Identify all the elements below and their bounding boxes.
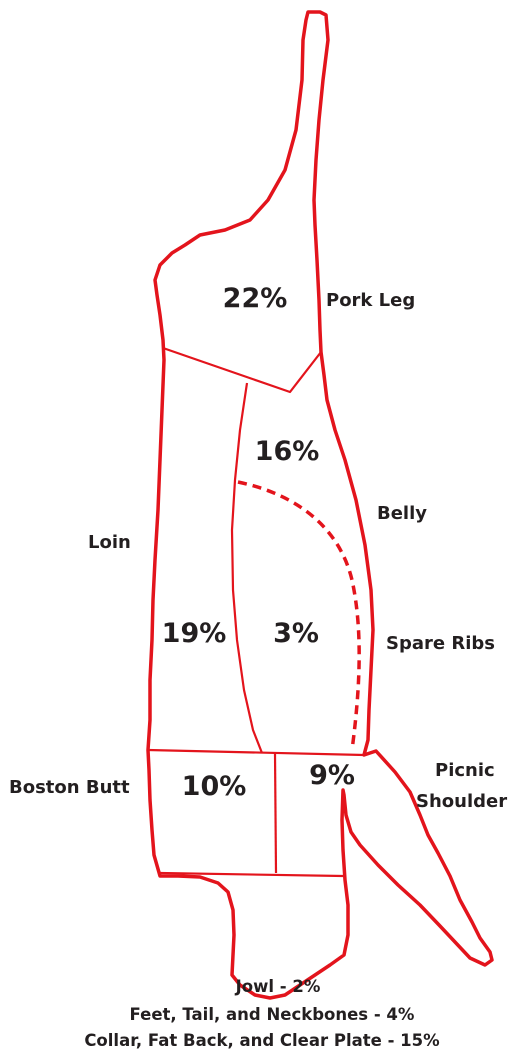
spare-ribs-label: Spare Ribs (386, 633, 495, 654)
boston-butt-percent: 10% (182, 771, 247, 802)
boston-butt-label: Boston Butt (9, 777, 130, 798)
shoulder-top-divider (148, 750, 364, 755)
loin-label: Loin (88, 532, 131, 553)
footnote-jowl: Jowl - 2% (235, 977, 321, 996)
shoulder-label: Shoulder (416, 791, 507, 812)
leg-divider (163, 348, 321, 392)
pork-leg-percent: 22% (223, 283, 288, 314)
picnic-label: Picnic (435, 760, 495, 781)
footnote-feet-tail-neckbones: Feet, Tail, and Neckbones - 4% (130, 1005, 415, 1024)
spare-ribs-divider (238, 482, 359, 750)
loin-percent: 19% (162, 618, 227, 649)
spare-ribs-percent: 3% (273, 618, 319, 649)
picnic-shoulder-percent: 9% (309, 760, 355, 791)
footnote-collar-fatback-clearplate: Collar, Fat Back, and Clear Plate - 15% (84, 1031, 440, 1050)
belly-percent: 16% (255, 436, 320, 467)
belly-label: Belly (377, 503, 427, 524)
carcass-outline (148, 12, 492, 998)
pork-leg-label: Pork Leg (326, 290, 415, 311)
butt-picnic-divider (275, 753, 276, 873)
